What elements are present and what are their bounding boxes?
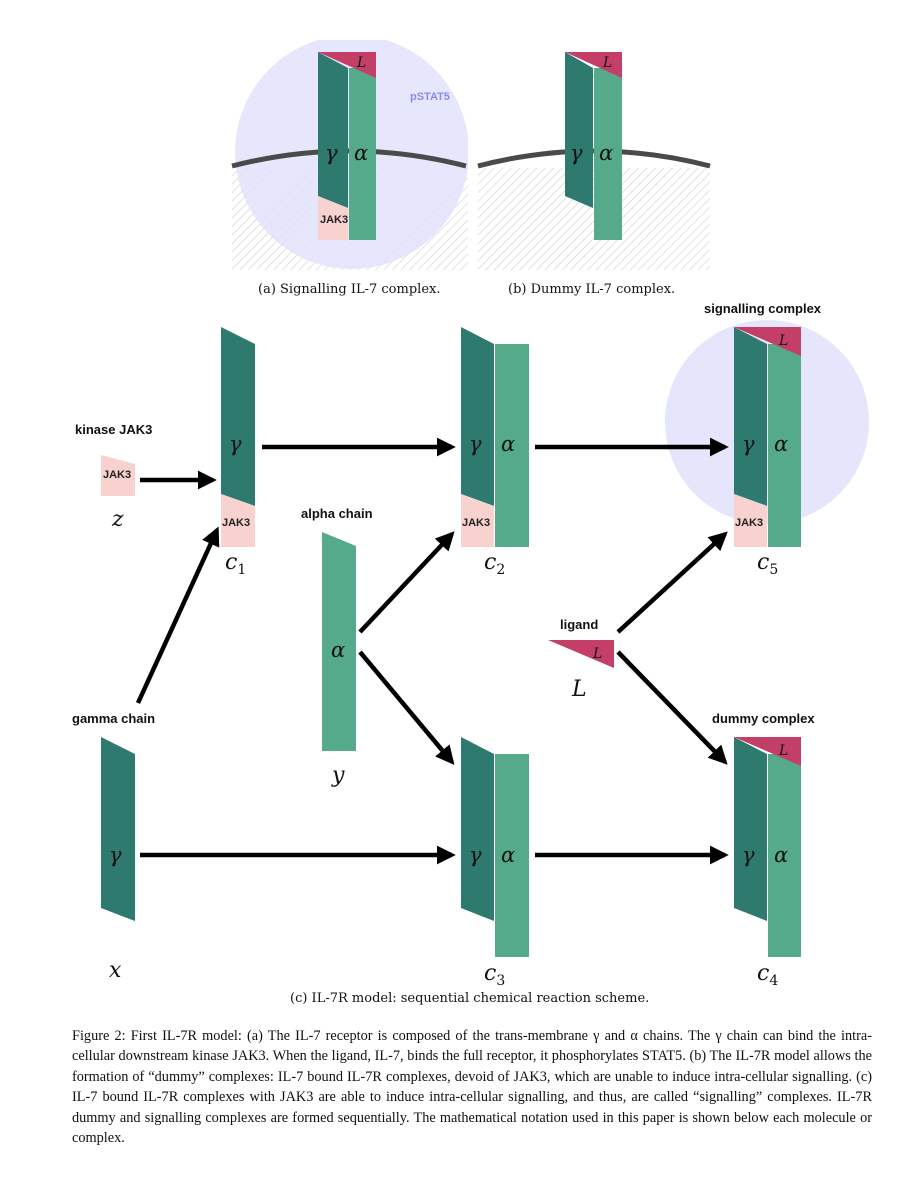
var-x: x (109, 958, 122, 983)
panel-a-signalling-complex: L γ α JAK3 pSTAT5 (a) Signalling IL-7 co… (231, 40, 468, 297)
svg-text:γ: γ (469, 432, 482, 456)
svg-text:α: α (774, 843, 788, 867)
arrow-x-to-c1 (135, 526, 220, 704)
panel-c-caption: (c) IL-7R model: sequential chemical rea… (290, 991, 649, 1006)
svg-text:α: α (774, 432, 788, 456)
panel-b-dummy-complex: L γ α (b) Dummy IL-7 complex. (477, 52, 711, 297)
var-c1: c1 (225, 550, 246, 578)
arrow-y-to-c2 (358, 531, 455, 634)
complex-c2: γ α JAK3 (461, 327, 529, 547)
ligand-symbol-b: L (602, 55, 612, 71)
svg-text:γ: γ (742, 843, 755, 867)
molecule-z-jak3: JAK3 (101, 455, 135, 496)
svg-text:γ: γ (469, 843, 482, 867)
svg-text:L: L (778, 333, 788, 349)
svg-text:γ: γ (742, 432, 755, 456)
molecule-y-alpha: α (322, 532, 356, 751)
var-y: y (331, 763, 345, 788)
svg-text:α: α (331, 638, 345, 662)
svg-text:γ: γ (229, 432, 242, 456)
gamma-chain-a (318, 52, 348, 208)
heading-ligand: ligand (560, 617, 598, 632)
svg-text:JAK3: JAK3 (735, 517, 763, 529)
panel-a-caption: (a) Signalling IL-7 complex. (258, 282, 440, 297)
reaction-arrows (135, 437, 729, 865)
var-z: z (111, 507, 124, 532)
alpha-symbol-a: α (354, 141, 368, 165)
panel-c-reaction-scheme: kinase JAK3 alpha chain gamma chain liga… (72, 301, 869, 1006)
svg-text:γ: γ (109, 843, 122, 867)
svg-text:JAK3: JAK3 (462, 517, 490, 529)
complex-c5: L γ α JAK3 (734, 327, 801, 547)
pstat5-label: pSTAT5 (410, 91, 450, 103)
gamma-symbol-a: γ (325, 141, 338, 165)
arrow-l-to-c4 (616, 650, 728, 765)
complex-c4: L γ α (734, 737, 801, 957)
molecule-l-ligand: L (548, 640, 614, 668)
alpha-symbol-b: α (599, 141, 613, 165)
svg-text:L: L (592, 646, 602, 662)
heading-alpha-chain: alpha chain (301, 506, 373, 521)
gamma-symbol-b: γ (570, 141, 583, 165)
heading-dummy-complex: dummy complex (712, 711, 815, 726)
heading-signalling-complex: signalling complex (704, 301, 822, 316)
heading-gamma-chain: gamma chain (72, 711, 155, 726)
alpha-chain-b (594, 68, 622, 240)
ligand-symbol-a: L (356, 55, 366, 71)
var-c4: c4 (757, 961, 778, 989)
ligand-b (565, 52, 622, 78)
svg-text:α: α (501, 432, 515, 456)
molecule-x-gamma: γ (101, 737, 135, 921)
var-c5: c5 (757, 550, 778, 578)
figure-caption: Figure 2: First IL-7R model: (a) The IL-… (72, 1028, 872, 1147)
complex-c3: γ α (461, 737, 529, 957)
svg-text:α: α (501, 843, 515, 867)
heading-kinase-jak3: kinase JAK3 (75, 422, 152, 437)
svg-text:JAK3: JAK3 (103, 469, 131, 481)
complex-c1: γ JAK3 (221, 327, 255, 547)
gamma-chain-b (565, 52, 593, 208)
ligand-a (318, 52, 376, 78)
var-c2: c2 (484, 550, 505, 578)
arrow-l-to-c5 (616, 531, 728, 634)
var-c3: c3 (484, 961, 505, 989)
svg-text:L: L (778, 743, 788, 759)
var-l: L (571, 677, 587, 702)
alpha-chain-a (349, 68, 376, 240)
arrow-y-to-c3 (358, 650, 455, 765)
jak3-a (318, 196, 348, 240)
panel-b-caption: (b) Dummy IL-7 complex. (508, 282, 675, 297)
jak3-label-a: JAK3 (320, 214, 348, 226)
svg-text:JAK3: JAK3 (222, 517, 250, 529)
